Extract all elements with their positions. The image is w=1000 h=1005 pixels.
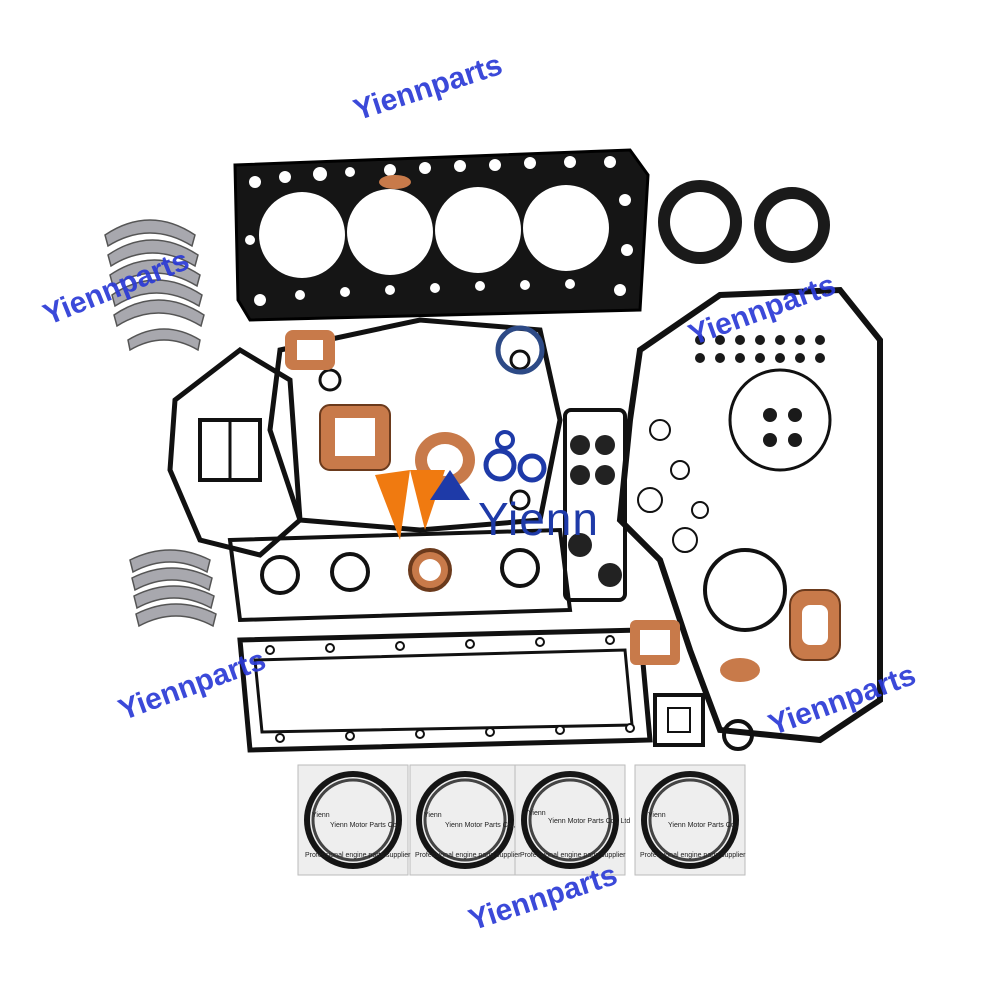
oil-seals: [658, 180, 830, 264]
ring-pack-line2: Professional engine parts supplier: [415, 852, 521, 859]
small-gaskets: [630, 620, 760, 751]
crankcase-gasket: [616, 286, 883, 744]
intake-cover-gasket: [167, 346, 303, 558]
timing-cover-gasket: [267, 317, 563, 533]
main-bearings: [104, 219, 205, 352]
ring-pack-line1: Yienn Motor Parts Co., Ltd: [548, 818, 631, 825]
ring-pack-line1: Yienn Motor Parts Co.,: [668, 822, 739, 829]
valve-cover-gasket: [237, 627, 653, 753]
rod-bearings: [129, 549, 217, 628]
cylinder-head-gasket: [233, 148, 650, 322]
water-pump-gasket: [495, 325, 545, 375]
ring-pack-brand: Yienn: [528, 810, 546, 817]
valve-stem-seals: [563, 408, 627, 602]
ring-pack-line2: Professional engine parts supplier: [520, 852, 626, 859]
ring-pack-line1: Yienn Motor Parts Co.,: [330, 822, 401, 829]
exhaust-gaskets: [285, 330, 475, 488]
valve-cover-bolt-holes: [265, 635, 635, 743]
ring-pack-brand: Yienn: [424, 812, 442, 819]
manifold-gasket: [227, 527, 573, 623]
ring-pack-line2: Professional engine parts supplier: [305, 852, 411, 859]
ring-pack-brand: Yienn: [312, 812, 330, 819]
ring-pack-line1: Yienn Motor Parts Co.,: [445, 822, 516, 829]
ring-pack-line2: Professional engine parts supplier: [640, 852, 746, 859]
piston-ring-sets: [297, 764, 746, 876]
ring-pack-brand: Yienn: [648, 812, 666, 819]
brand-logo-mark: [375, 430, 547, 540]
brand-logo-text: Yienn: [478, 493, 599, 545]
